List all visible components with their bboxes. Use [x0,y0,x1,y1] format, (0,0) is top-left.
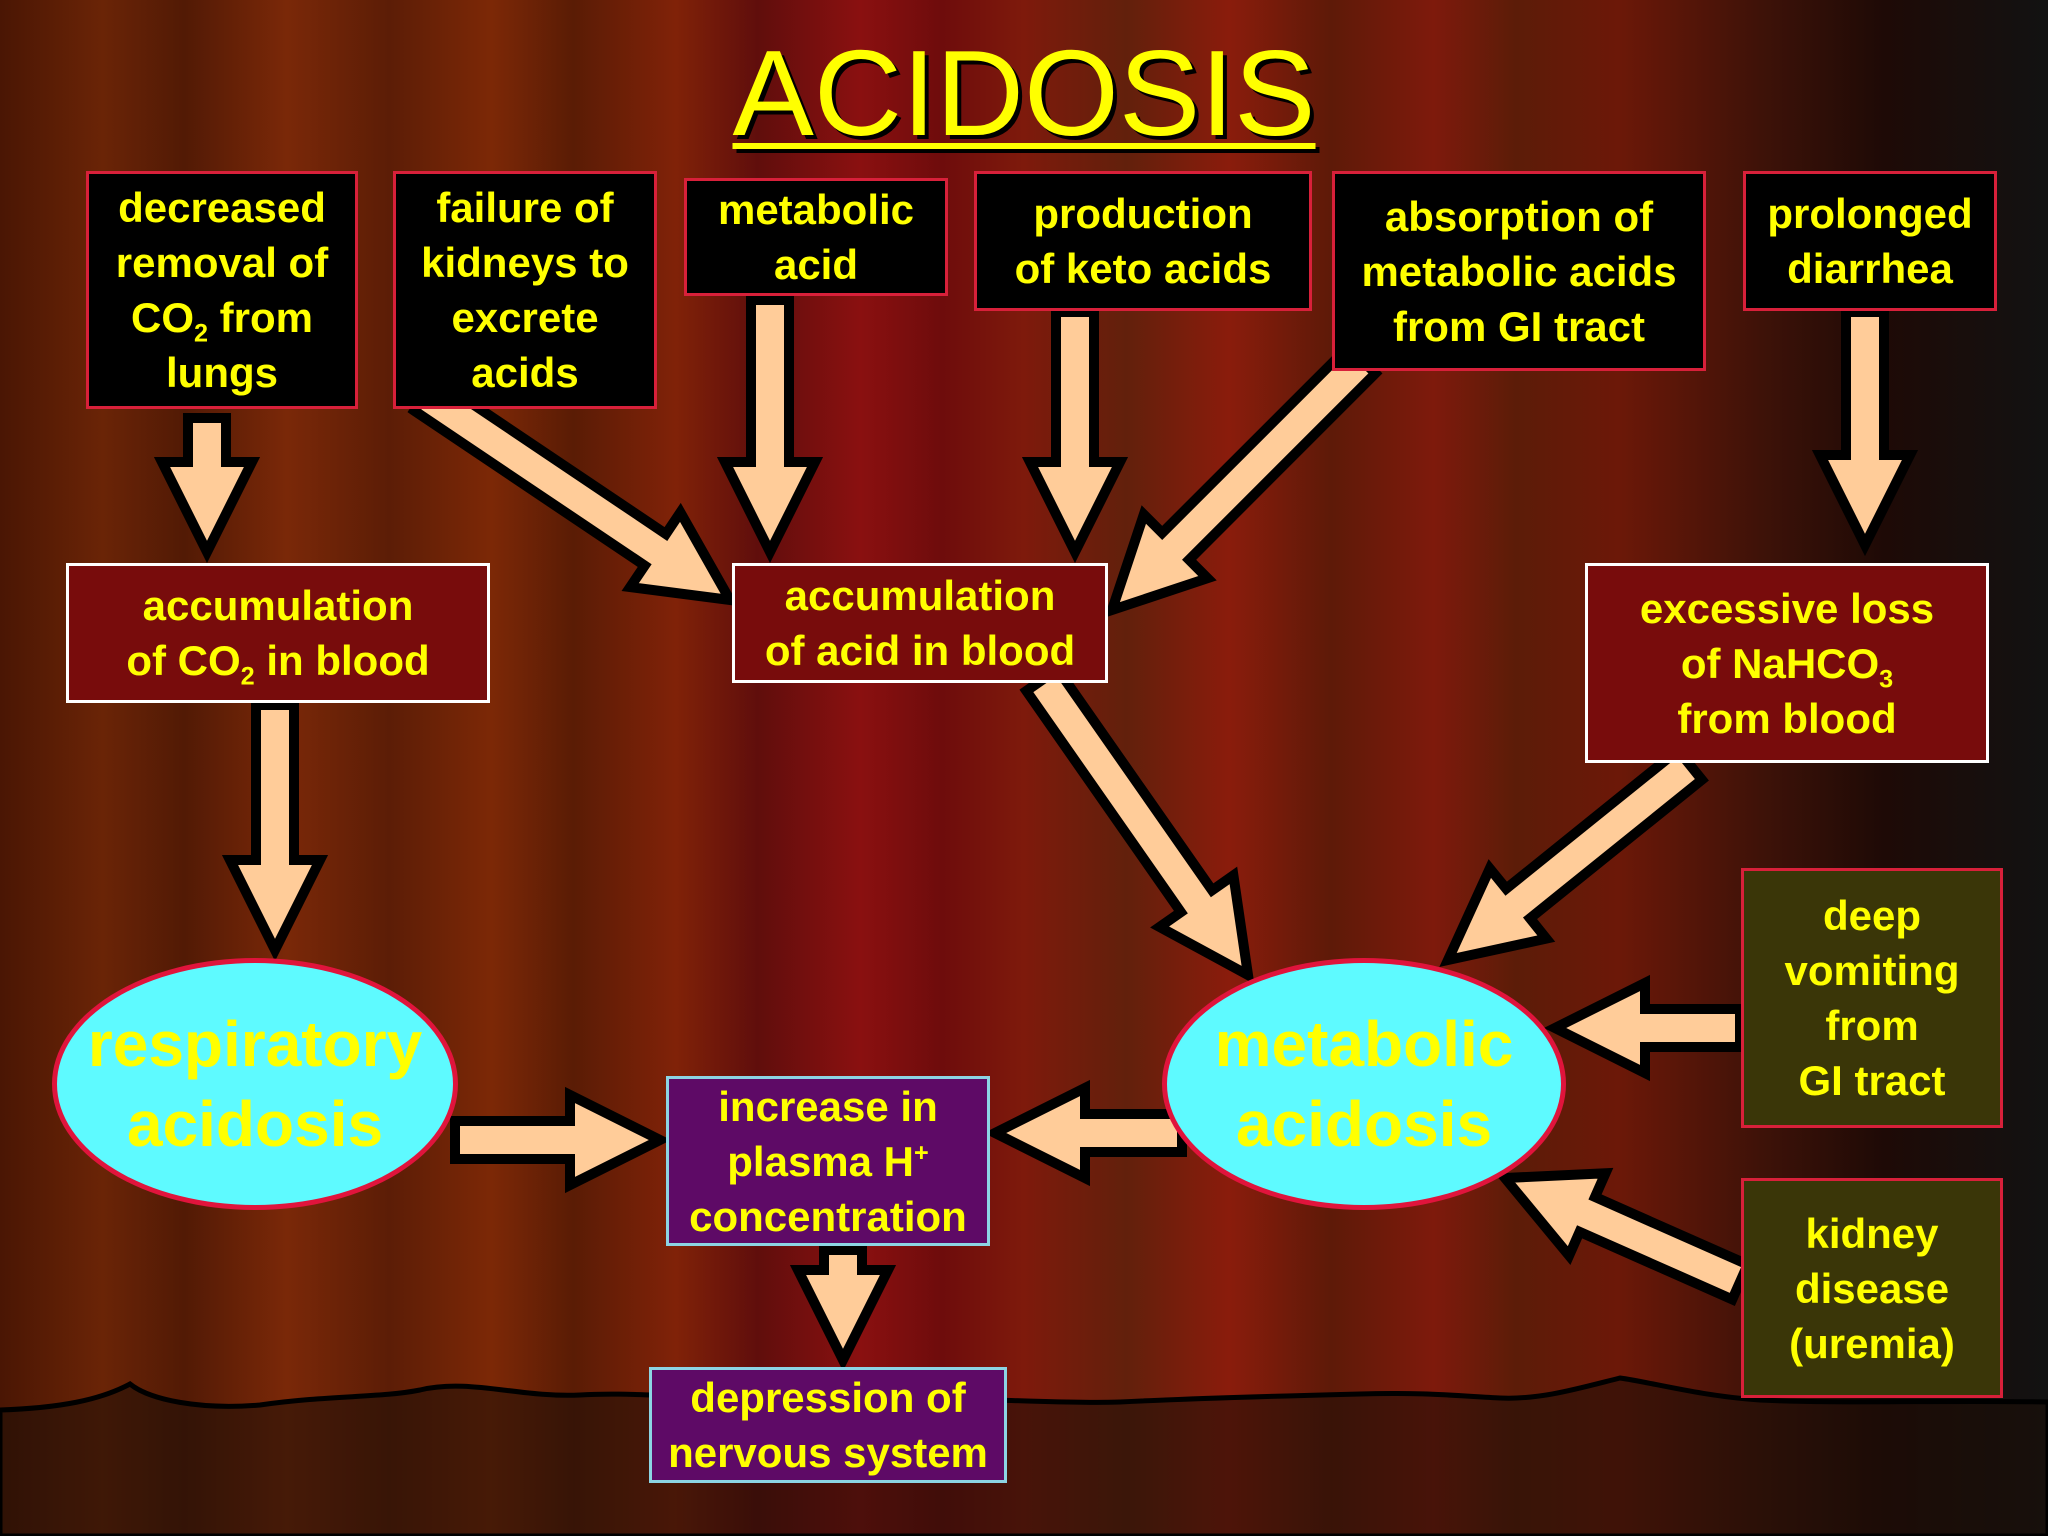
arrow-bicarb-loss-to-metabolic [1439,743,1709,968]
cause-prolonged-diarrhea: prolonged diarrhea [1743,171,1997,311]
external-text: kidney [1805,1209,1939,1257]
co2-accumulation-box: accumulation of CO2 in blood [66,563,490,703]
arrow-diarrhea-to-bicarb-loss [1811,307,1919,557]
intermediate-text: of CO2 in blood [126,637,430,691]
condition-text: respiratory [87,1008,423,1080]
external-text: GI tract [1798,1057,1946,1104]
cause-text: acids [471,349,579,396]
cause-text: failure of [436,184,614,231]
kidney-disease-box: kidney disease (uremia) [1741,1178,2003,1398]
cause-text: lungs [166,349,278,396]
cause-text: acid [773,241,859,288]
intermediate-text: from blood [1677,694,1897,742]
cause-text: kidneys to [421,239,629,286]
arrow-co2-accum-to-respiratory [221,700,329,962]
deep-vomiting-box: deep vomiting from GI tract [1741,868,2003,1128]
cause-text: from GI tract [1392,302,1646,350]
acid-accumulation-box: accumulation of acid in blood [732,563,1108,683]
page-title: ACIDOSIS [732,25,1316,161]
effect-text: depression of [690,1374,966,1421]
cause-text: absorption of [1384,192,1654,240]
cause-text: metabolic [717,186,915,233]
cause-text: removal of [115,239,329,286]
arrow-co2-removal-to-accum [153,413,261,564]
effect-text: nervous system [668,1429,988,1476]
cause-metabolic-acid: metabolic acid [684,178,948,296]
condition-text: acidosis [1235,1088,1493,1160]
arrow-kidney-disease-to-metabolic [1494,1167,1755,1306]
respiratory-acidosis-oval: respiratory acidosis [52,958,458,1210]
arrow-keto-to-acid-accum [1021,307,1129,564]
cause-text: CO2 from [130,294,313,348]
intermediate-text: of acid in blood [764,627,1076,674]
cause-text: metabolic acids [1361,247,1677,295]
arrow-h-increase-to-depression [789,1245,897,1372]
effect-text: plasma H+ [727,1137,929,1185]
intermediate-text: of NaHCO3 [1680,639,1894,693]
condition-text: acidosis [126,1088,384,1160]
plasma-h-increase-box: increase in plasma H+ concentration [666,1076,990,1246]
arrow-metabolic-to-h-increase [983,1079,1187,1187]
nervous-depression-box: depression of nervous system [649,1367,1007,1483]
cause-decreased-co2-removal: decreased removal of CO2 from lungs [86,171,358,409]
external-text: deep [1822,892,1922,939]
cause-text: excrete [451,294,599,341]
cause-text: production [1033,190,1253,237]
external-text: (uremia) [1789,1319,1955,1367]
cause-kidney-failure: failure of kidneys to excrete acids [393,171,657,409]
cause-text: diarrhea [1787,245,1953,292]
condition-text: metabolic [1214,1008,1514,1080]
effect-text: concentration [689,1192,967,1240]
cause-text: prolonged [1767,190,1973,237]
intermediate-text: accumulation [142,582,414,629]
external-text: vomiting [1784,947,1960,994]
arrow-respiratory-to-h-increase [450,1086,672,1194]
external-text: from [1825,1002,1919,1049]
intermediate-text: accumulation [784,572,1056,619]
effect-text: increase in [718,1082,938,1130]
cause-text: of keto acids [1014,245,1272,292]
arrow-gi-to-acid-accum [1104,339,1383,618]
cause-text: decreased [118,184,326,231]
arrow-metabolic-acid-to-acid-accum [716,295,824,564]
metabolic-acidosis-oval: metabolic acidosis [1162,958,1566,1210]
bicarbonate-loss-box: excessive loss of NaHCO3 from blood [1585,563,1989,763]
intermediate-text: excessive loss [1639,584,1935,632]
external-text: disease [1794,1264,1950,1312]
arrow-vomiting-to-metabolic [1543,974,1745,1082]
cause-keto-acids: production of keto acids [974,171,1312,311]
arrow-acid-accum-to-metabolic [1019,662,1255,985]
cause-gi-absorption: absorption of metabolic acids from GI tr… [1332,171,1706,371]
